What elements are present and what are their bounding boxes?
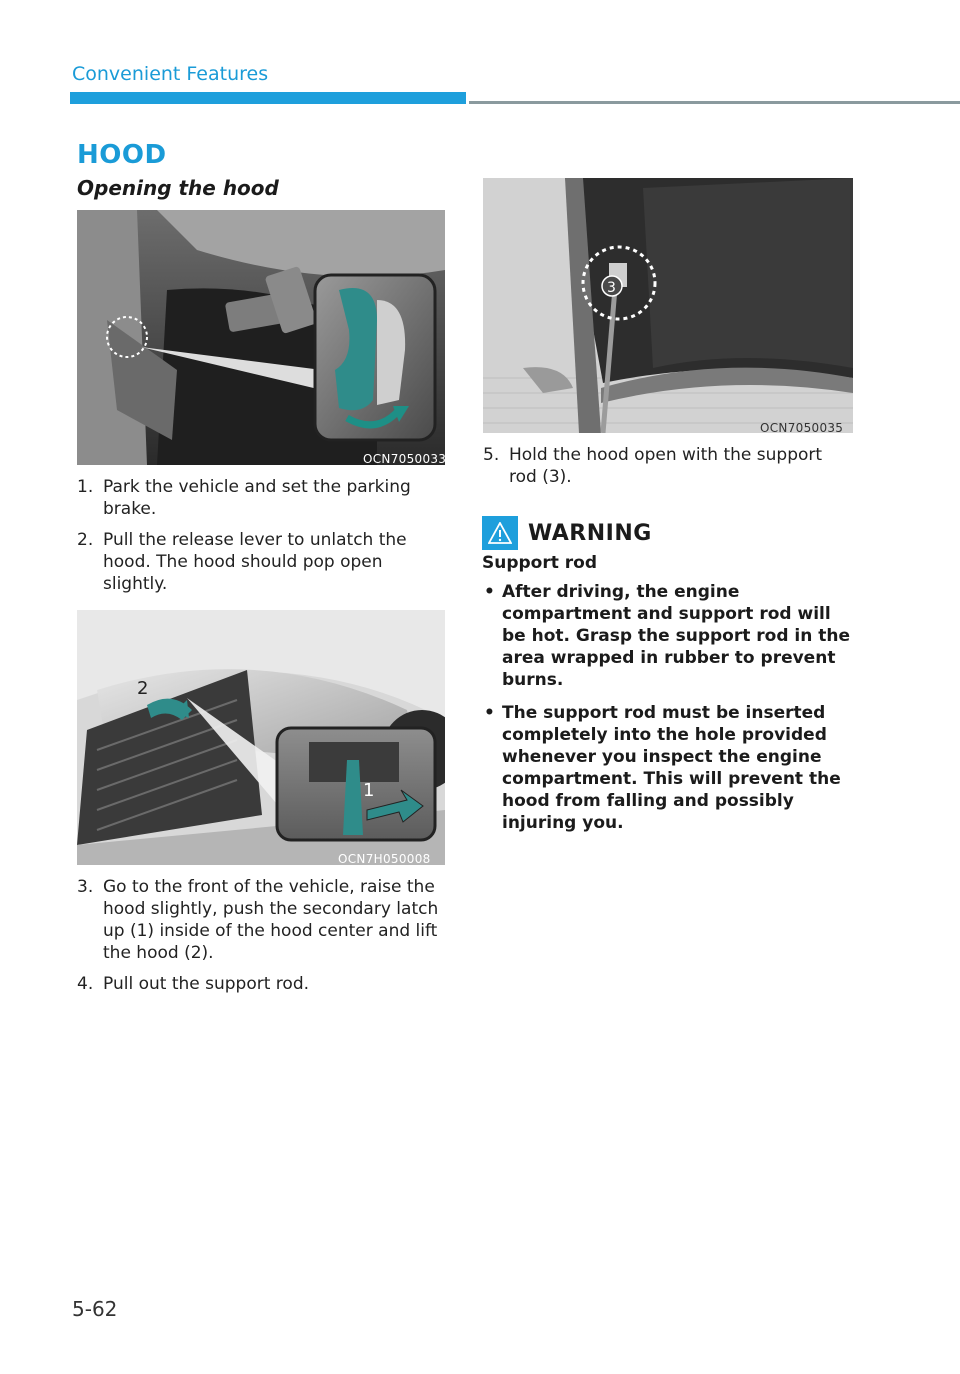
steps-list-3: 5. Hold the hood open with the support ro… [483,444,853,497]
step-text: Hold the hood open with the support rod … [509,445,823,487]
warning-triangle-icon [482,516,518,550]
warning-list: • After driving, the engine compartment a… [482,581,852,845]
figure-code: OCN7050033 [363,452,447,466]
warning-text: The support rod must be inserted complet… [502,703,841,833]
list-item: 5. Hold the hood open with the support ro… [483,444,853,488]
figure-support-rod: 3 [483,178,853,433]
list-item: • After driving, the engine compartment a… [482,581,852,691]
page-number: 5-62 [72,1297,118,1321]
secondary-latch-illustration: 2 1 [77,610,445,865]
section-title: HOOD [77,140,167,170]
warning-header: WARNING [482,516,652,550]
step-text: Pull out the support rod. [103,974,310,994]
support-rod-illustration: 3 [483,178,853,433]
step-number: 3. [77,877,94,897]
list-item: • The support rod must be inserted comple… [482,702,852,834]
callout-2: 2 [137,678,148,699]
page-header-title: Convenient Features [72,63,269,85]
figure-release-lever [77,210,445,465]
step-text: Go to the front of the vehicle, raise th… [103,877,439,963]
warning-text: After driving, the engine compartment an… [502,582,851,690]
steps-list-1: 1. Park the vehicle and set the parking b… [77,476,447,604]
list-item: 3. Go to the front of the vehicle, raise … [77,876,447,964]
callout-3: 3 [607,280,616,296]
list-item: 1. Park the vehicle and set the parking b… [77,476,447,520]
header-rule [469,101,960,104]
bullet: • [484,582,495,602]
list-item: 2. Pull the release lever to unlatch the … [77,529,447,595]
figure-code: OCN7050035 [760,421,844,435]
callout-1: 1 [363,780,374,801]
step-number: 2. [77,530,94,550]
figure-code: OCN7H050008 [338,852,431,866]
header-accent-bar [70,92,466,104]
step-number: 5. [483,445,500,465]
step-text: Park the vehicle and set the parking bra… [103,477,411,519]
step-number: 4. [77,974,94,994]
steps-list-2: 3. Go to the front of the vehicle, raise … [77,876,447,1004]
list-item: 4. Pull out the support rod. [77,973,447,995]
bullet: • [484,703,495,723]
step-number: 1. [77,477,94,497]
subsection-title: Opening the hood [77,176,279,200]
step-text: Pull the release lever to unlatch the ho… [103,530,407,594]
warning-subtitle: Support rod [482,553,598,573]
figure-secondary-latch: 2 1 [77,610,445,865]
release-lever-illustration [77,210,445,465]
warning-title: WARNING [528,520,652,546]
